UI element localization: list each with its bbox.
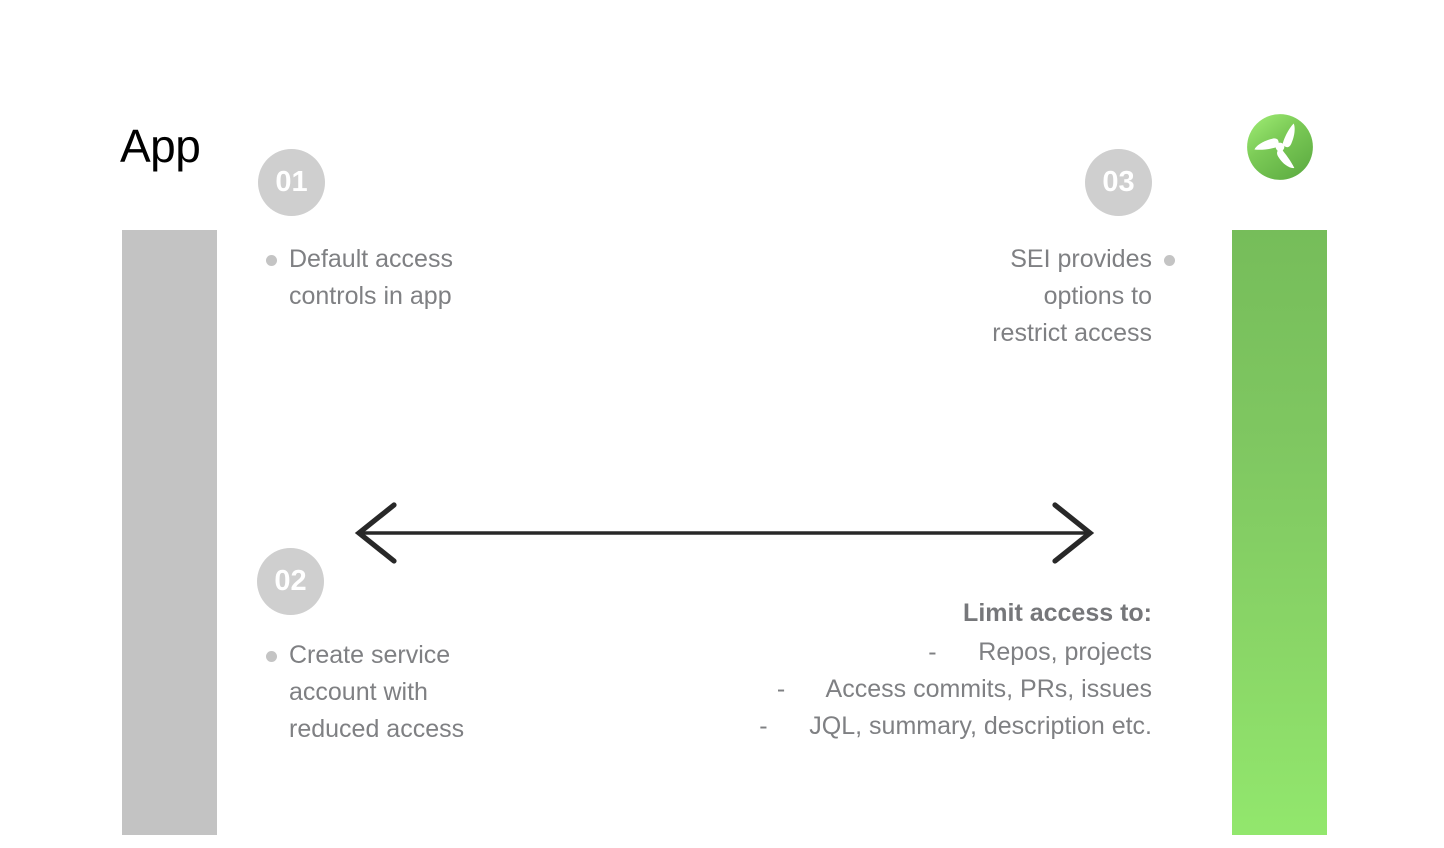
step-03-line-1: SEI provides [1010,245,1152,273]
step-03-text: SEI provides options to restrict access [900,241,1175,352]
limit-access-block: Limit access to: - Repos, projects - Acc… [640,595,1152,745]
step-badge-01: 01 [258,149,325,216]
bullet-dot-icon [1164,255,1175,266]
bullet-dot-icon [266,255,277,266]
page-title: App [120,120,201,172]
step-01-line-2: controls in app [289,282,452,310]
step-badge-02: 02 [257,548,324,615]
bullet-dot-icon [266,651,277,662]
limit-access-item-1: - Repos, projects [928,638,1152,666]
step-03-line-3: restrict access [992,319,1152,347]
step-03-line-2: options to [1043,282,1152,310]
step-02-line-1: Create service [289,641,451,669]
step-02-line-3: reduced access [289,715,465,743]
sei-column-bar [1232,230,1327,835]
step-01-text: Default access controls in app [266,241,549,315]
app-column-bar [122,230,217,835]
limit-access-item-2: - Access commits, PRs, issues [776,675,1152,703]
harness-propeller-logo [1245,112,1315,182]
step-02-line-2: account with [289,678,428,706]
limit-access-item-3: - JQL, summary, description etc. [759,712,1152,740]
step-badge-03: 03 [1085,149,1152,216]
bidirectional-arrow [352,500,1097,566]
step-01-line-1: Default access [289,245,453,273]
limit-access-heading: Limit access to: [963,599,1152,627]
step-02-text: Create service account with reduced acce… [266,637,549,748]
